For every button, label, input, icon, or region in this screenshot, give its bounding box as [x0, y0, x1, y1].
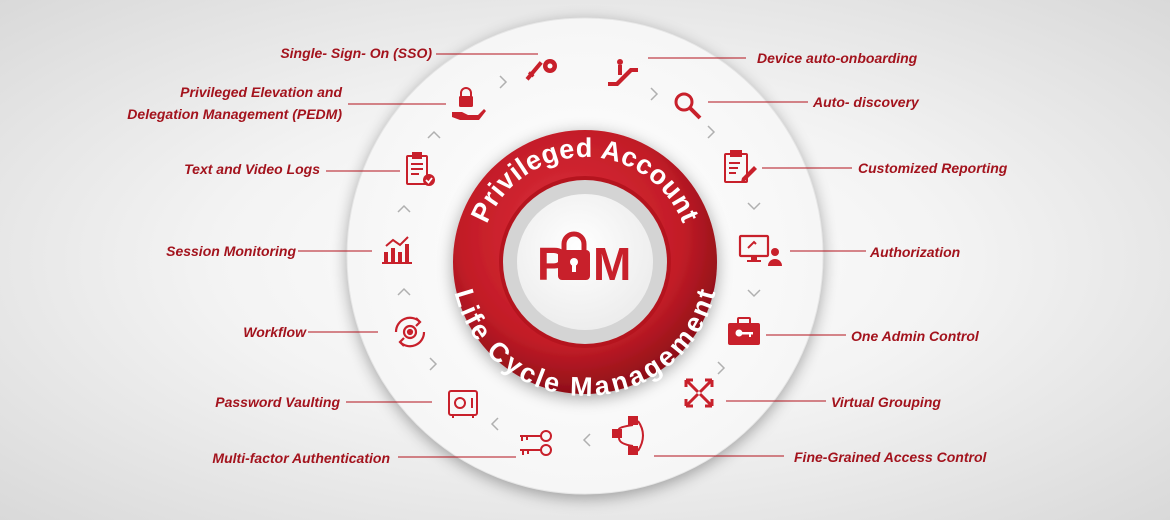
- monitor-user-icon: [738, 234, 782, 266]
- logo-letter-m: M: [593, 238, 631, 290]
- briefcase-key-icon: [728, 317, 760, 345]
- outer-disc-edge: [346, 17, 824, 495]
- arrows-out-icon: [684, 378, 714, 408]
- escalator-icon: [608, 59, 638, 86]
- label-auto-discovery: Auto- discovery: [813, 94, 919, 110]
- hand-lock-icon: [452, 87, 486, 120]
- label-virtual-grouping: Virtual Grouping: [831, 394, 941, 410]
- gear-cycle-icon: [394, 316, 426, 348]
- label-password-vaulting: Password Vaulting: [215, 394, 340, 410]
- label-one-admin-control: One Admin Control: [851, 328, 979, 344]
- label-workflow: Workflow: [243, 324, 306, 340]
- label-session-monitoring: Session Monitoring: [166, 243, 296, 259]
- safe-icon: [448, 390, 478, 418]
- label-text-video-logs: Text and Video Logs: [184, 161, 320, 177]
- report-pen-icon: [724, 150, 757, 183]
- clipboard-check-icon: [406, 152, 435, 186]
- magnifier-icon: [674, 92, 702, 120]
- label-mfa: Multi-factor Authentication: [212, 450, 390, 466]
- label-fine-grained-access-control: Fine-Grained Access Control: [794, 449, 987, 465]
- label-authorization: Authorization: [870, 244, 961, 260]
- keys-icon: [520, 430, 552, 456]
- bar-chart-icon: [382, 236, 412, 264]
- connector-lines: [298, 53, 866, 458]
- label-device-auto-onboarding: Device auto-onboarding: [757, 50, 918, 66]
- pam-logo: P M: [537, 231, 631, 290]
- network-nodes-icon: [612, 416, 644, 455]
- label-sso: Single- Sign- On (SSO): [280, 45, 432, 61]
- key-icon: [525, 59, 557, 81]
- cycle-chevrons: [397, 75, 761, 447]
- label-pedm: Privileged Elevation and Delegation Mana…: [127, 84, 342, 122]
- padlock-icon: [558, 231, 590, 280]
- label-customized-reporting: Customized Reporting: [858, 160, 1008, 176]
